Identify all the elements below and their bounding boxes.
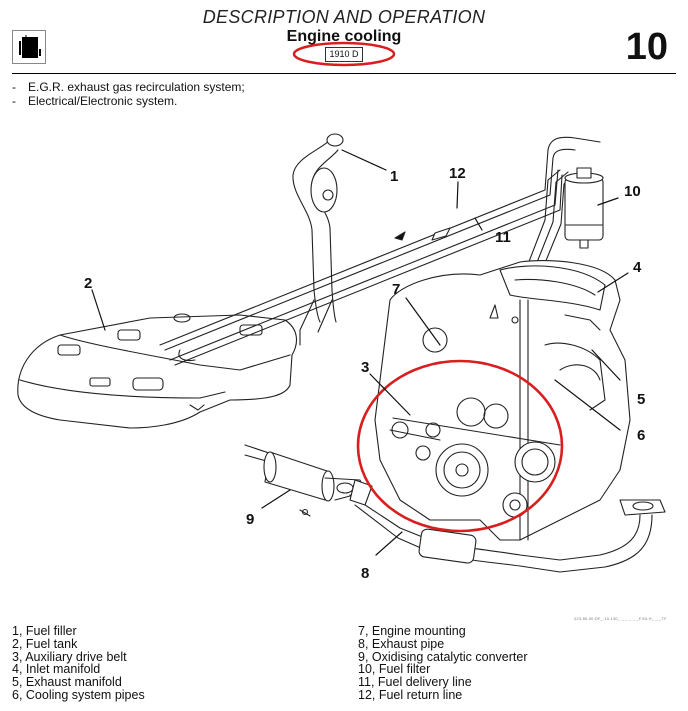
intro-item-text: Electrical/Electronic system. [28,94,178,108]
intro-item: -Electrical/Electronic system. [12,94,245,108]
legend-item: 7, Engine mounting [358,624,466,638]
exhaust-pipe-drawing [349,479,666,573]
radiator-icon [12,30,46,64]
legend-item: 2, Fuel tank [12,636,78,651]
callout-9: 9 [246,511,254,528]
callout-2: 2 [84,275,92,292]
belt-highlight-ellipse [356,359,564,533]
engine-code-highlight-ellipse [292,41,396,67]
legend-right-column: 7, Engine mounting 8, Exhaust pipe 9, Ox… [358,625,528,702]
legend-item: 10, Fuel filter [358,662,431,677]
legend-left-column: 1, Fuel filler 2, Fuel tank 3, Auxiliary… [12,625,145,702]
legend-item: 11, Fuel delivery line [358,675,472,690]
legend-item: 5, Exhaust manifold [12,675,122,690]
intro-item-text: E.G.R. exhaust gas recirculation system; [28,80,245,94]
callout-8: 8 [361,565,369,582]
callout-4: 4 [633,259,642,276]
legend-item: 12, Fuel return line [358,687,463,702]
catalytic-converter-drawing [244,444,366,517]
engine-drawing [374,260,631,541]
callout-1: 1 [390,168,398,185]
engine-cooling-diagram: 1 2 3 4 5 6 7 8 9 10 11 12 [17,133,666,582]
callout-leaders [91,149,629,556]
page-title: DESCRIPTION AND OPERATION [202,7,486,27]
legend-item: 8, Exhaust pipe [358,636,445,651]
bullet: - [12,94,16,108]
legend-item: 4, Inlet manifold [12,662,101,677]
legend-item: 3, Auxiliary drive belt [12,649,127,664]
engine-code-badge: 1910 D [325,47,363,62]
legend-item: 6, Cooling system pipes [12,687,145,702]
callout-10: 10 [624,183,641,200]
callout-5: 5 [637,391,645,408]
bullet: - [12,80,16,94]
fuel-tank-drawing [17,313,297,429]
drawing-reference-code: 223.80.00.DF_.10.130_ _ _ _ _ _F.83.H_ _… [574,616,667,621]
callout-12: 12 [449,165,466,182]
fuel-filter-drawing [564,167,604,249]
legend-item: 9, Oxidising catalytic converter [358,649,528,664]
callout-3: 3 [361,359,369,376]
legend-item: 1, Fuel filler [12,624,77,638]
intro-item: -E.G.R. exhaust gas recirculation system… [12,80,245,94]
header-divider [12,73,676,74]
callout-7: 7 [392,281,400,298]
intro-list: -E.G.R. exhaust gas recirculation system… [12,80,245,108]
section-number: 10 [625,26,668,68]
section-subtitle: Engine cooling [286,28,402,45]
fuel-filler-drawing [292,133,344,346]
callout-11: 11 [495,229,511,246]
callout-6: 6 [637,427,645,444]
